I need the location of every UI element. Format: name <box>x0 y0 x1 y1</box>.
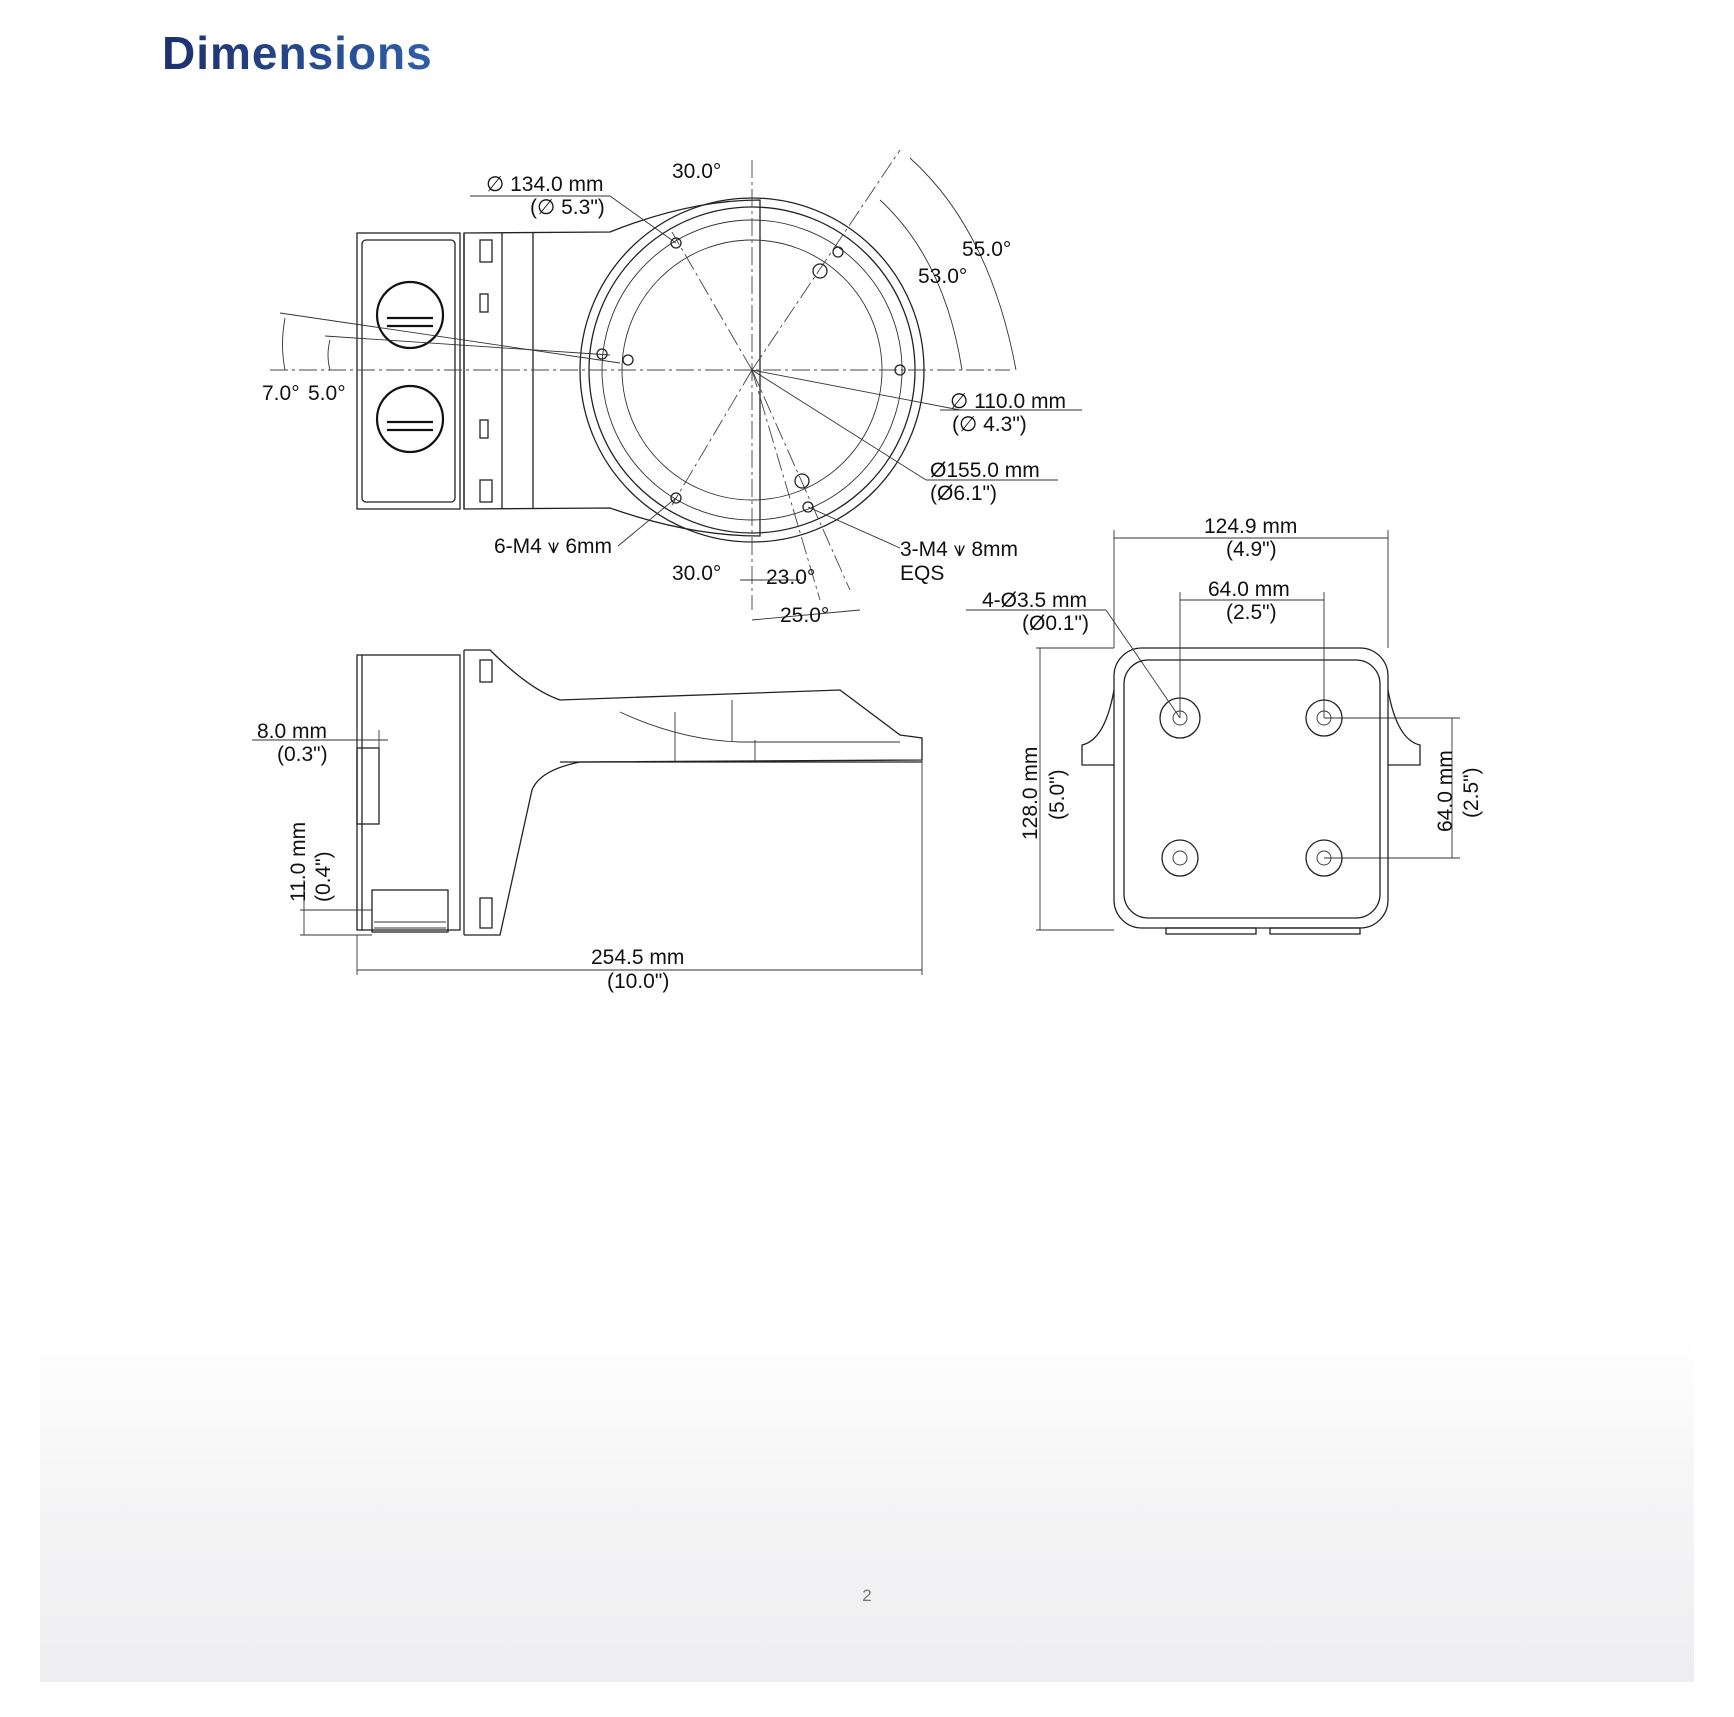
spacing-h-mm-label: 64.0 mm <box>1208 578 1290 601</box>
dia-134-in-label: (∅ 5.3") <box>530 196 605 219</box>
dia-110-in-label: (∅ 4.3") <box>952 413 1027 436</box>
angle-30-top-label: 30.0° <box>672 160 721 183</box>
back-view: 124.9 mm (4.9") 64.0 mm (2.5") 4-Ø3.5 mm… <box>966 515 1483 935</box>
back-plate-outer <box>1113 647 1389 929</box>
cable-gland-bottom <box>375 384 445 454</box>
angle-30-bottom-label: 30.0° <box>672 562 721 585</box>
eqs-label: EQS <box>900 562 944 585</box>
angle-5-label: 5.0° <box>308 382 346 405</box>
holes-mm-label: 4-Ø3.5 mm <box>982 589 1087 612</box>
dim-254-in-label: (10.0") <box>607 970 669 993</box>
holes-in-label: (Ø0.1") <box>1022 612 1089 635</box>
back-plate-inner <box>1123 659 1381 919</box>
width-mm-label: 124.9 mm <box>1204 515 1297 538</box>
angle-55-label: 55.0° <box>962 238 1011 261</box>
page-number: 2 <box>862 1586 872 1605</box>
angle-53-label: 53.0° <box>918 265 967 288</box>
side-arm-outline <box>464 649 923 936</box>
mount-hole-bottom-left <box>1161 839 1199 877</box>
height-mm-label: 128.0 mm <box>1019 747 1042 840</box>
angle-25-label: 25.0° <box>780 604 829 627</box>
side-junction-box <box>356 654 461 931</box>
height-in-label: (5.0") <box>1046 769 1069 820</box>
cable-gland-top <box>375 280 445 350</box>
width-in-label: (4.9") <box>1226 538 1277 561</box>
dia-155-in-label: (Ø6.1") <box>930 482 997 505</box>
angle-7-label: 7.0° <box>262 382 300 405</box>
top-view: 30.0° ∅ 134.0 mm (∅ 5.3") 55.0° 53.0° 7.… <box>262 149 1082 627</box>
dim-8-mm-label: 8.0 mm <box>257 720 327 743</box>
holes-3m4-label: 3-M4 ⩛ 8mm <box>900 538 1018 561</box>
dim-11-mm-label: 11.0 mm <box>287 822 310 902</box>
arm-outline <box>463 199 761 537</box>
junction-box-outline <box>356 232 461 510</box>
spacing-v-mm-label: 64.0 mm <box>1434 750 1457 832</box>
spacing-h-in-label: (2.5") <box>1226 601 1277 624</box>
dim-11-in-label: (0.4") <box>312 851 335 902</box>
footer-background <box>40 1330 1694 1682</box>
angle-23-label: 23.0° <box>766 566 815 589</box>
side-view: 8.0 mm (0.3") 11.0 mm (0.4") 254.5 mm (1… <box>252 649 923 993</box>
dia-110-mm-label: ∅ 110.0 mm <box>950 390 1066 413</box>
spacing-v-in-label: (2.5") <box>1460 767 1483 818</box>
holes-6m4-label: 6-M4 ⩛ 6mm <box>494 535 612 558</box>
junction-box-inner <box>361 239 456 503</box>
dia-134-mm-label: ∅ 134.0 mm <box>486 173 604 196</box>
dim-8-in-label: (0.3") <box>277 743 328 766</box>
dia-155-mm-label: Ø155.0 mm <box>930 459 1040 482</box>
page-title: Dimensions <box>162 27 433 79</box>
dim-254-mm-label: 254.5 mm <box>591 946 684 969</box>
